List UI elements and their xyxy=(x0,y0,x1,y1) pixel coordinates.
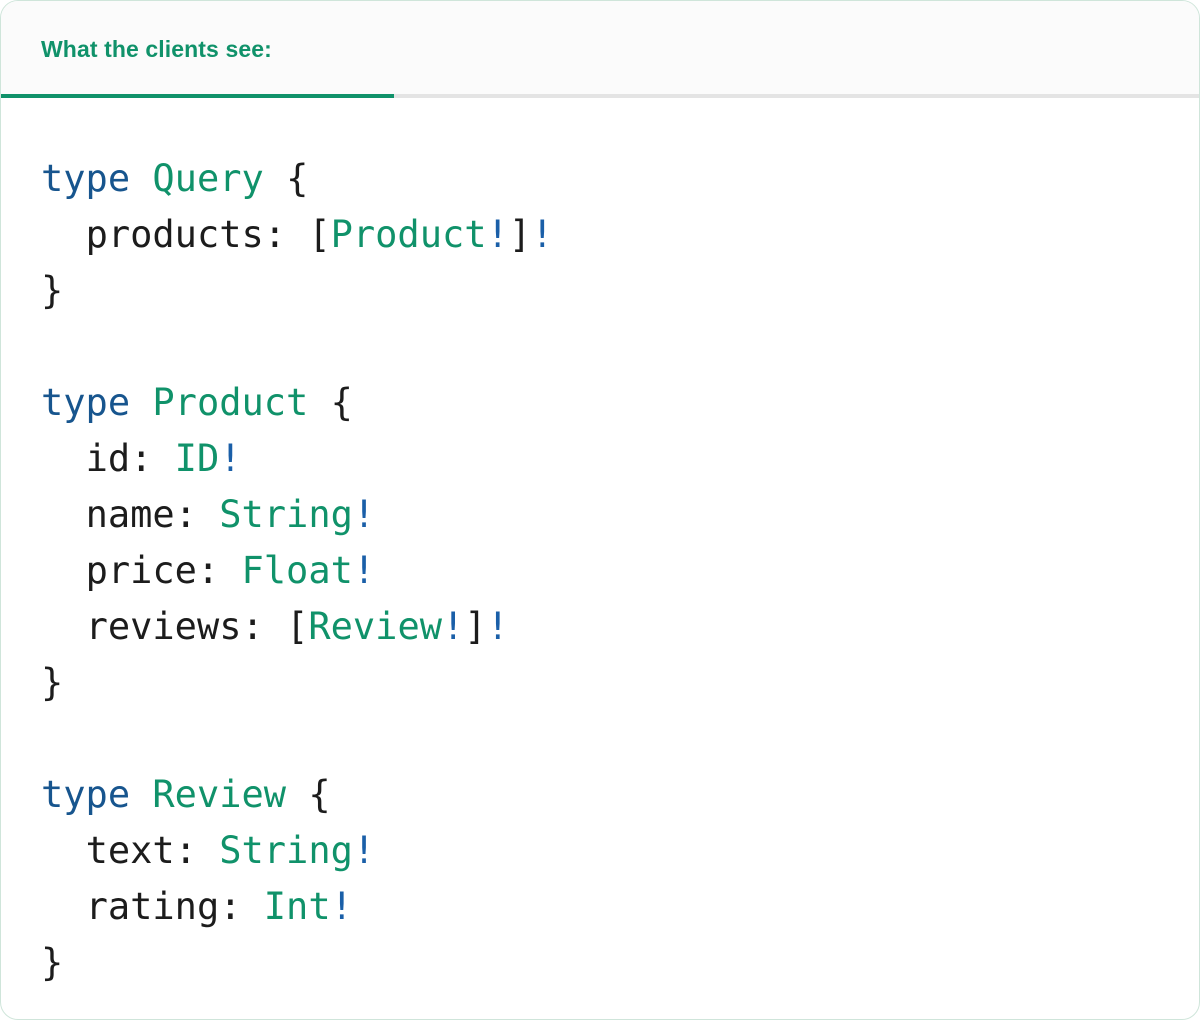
tab-strip-divider xyxy=(1,94,1199,98)
code-token: ! xyxy=(330,885,353,928)
code-token: Query xyxy=(152,157,264,200)
code-token xyxy=(41,437,86,480)
code-token xyxy=(41,829,86,872)
code-token: [ xyxy=(286,605,309,648)
code-line: name: String! xyxy=(41,487,1199,543)
code-line: } xyxy=(41,655,1199,711)
code-line: } xyxy=(41,935,1199,991)
graphql-schema-code[interactable]: type Query { products: [Product!]!} type… xyxy=(41,151,1199,991)
code-line: rating: Int! xyxy=(41,879,1199,935)
code-token: { xyxy=(308,773,331,816)
code-body: type Query { products: [Product!]!} type… xyxy=(1,98,1199,991)
code-token xyxy=(219,549,241,592)
code-token: ! xyxy=(486,605,509,648)
code-token: { xyxy=(286,157,309,200)
code-line xyxy=(41,319,1199,375)
code-token: [ xyxy=(308,213,331,256)
code-token: id: xyxy=(85,437,153,480)
code-token xyxy=(130,381,152,424)
code-token xyxy=(41,213,86,256)
code-token xyxy=(308,381,330,424)
code-line: price: Float! xyxy=(41,543,1199,599)
code-token xyxy=(286,213,308,256)
code-token: Review xyxy=(152,773,287,816)
code-token: Review xyxy=(308,605,442,648)
tab-active-underline xyxy=(1,94,394,98)
code-token xyxy=(41,605,86,648)
code-token: Float xyxy=(241,549,353,592)
code-token xyxy=(41,493,86,536)
code-token: ] xyxy=(508,213,532,256)
code-token: products: xyxy=(85,213,287,256)
code-token: ! xyxy=(352,493,376,536)
code-token xyxy=(130,157,152,200)
code-token: ! xyxy=(352,549,376,592)
code-token xyxy=(152,437,174,480)
tab-label: What the clients see: xyxy=(41,36,272,62)
code-token xyxy=(197,493,219,536)
code-token: Product xyxy=(152,381,309,424)
code-token: } xyxy=(41,269,64,312)
code-token: name: xyxy=(85,493,197,536)
code-token xyxy=(197,829,219,872)
code-token: Product xyxy=(330,213,487,256)
code-token: ! xyxy=(442,605,465,648)
code-token xyxy=(41,885,86,928)
code-token: type xyxy=(41,381,131,424)
code-line: type Query { xyxy=(41,151,1199,207)
code-token: { xyxy=(330,381,353,424)
code-line: id: ID! xyxy=(41,431,1199,487)
tab-strip: What the clients see: xyxy=(1,1,1199,98)
code-token: } xyxy=(41,941,64,984)
code-token: rating: xyxy=(85,885,242,928)
code-line xyxy=(41,711,1199,767)
code-line: type Product { xyxy=(41,375,1199,431)
code-line: reviews: [Review!]! xyxy=(41,599,1199,655)
code-token: ID xyxy=(174,437,220,480)
code-line: type Review { xyxy=(41,767,1199,823)
code-token: type xyxy=(41,157,131,200)
code-token: type xyxy=(41,773,131,816)
code-token xyxy=(286,773,308,816)
code-token: String xyxy=(219,829,353,872)
tab-what-the-clients-see[interactable]: What the clients see: xyxy=(1,1,394,98)
code-token: ! xyxy=(486,213,509,256)
code-token: String xyxy=(219,493,353,536)
code-token: reviews: xyxy=(85,605,264,648)
code-token: } xyxy=(41,661,64,704)
code-token: ! xyxy=(531,213,554,256)
code-line: products: [Product!]! xyxy=(41,207,1199,263)
code-token: ! xyxy=(352,829,376,872)
code-line: } xyxy=(41,263,1199,319)
code-token: ! xyxy=(219,437,242,480)
code-line: text: String! xyxy=(41,823,1199,879)
code-token: price: xyxy=(85,549,220,592)
code-token xyxy=(130,773,152,816)
code-token xyxy=(41,549,86,592)
code-token xyxy=(242,885,264,928)
code-token xyxy=(264,157,286,200)
code-token xyxy=(264,605,286,648)
code-token: Int xyxy=(263,885,331,928)
code-token: ] xyxy=(464,605,487,648)
code-token: text: xyxy=(85,829,197,872)
